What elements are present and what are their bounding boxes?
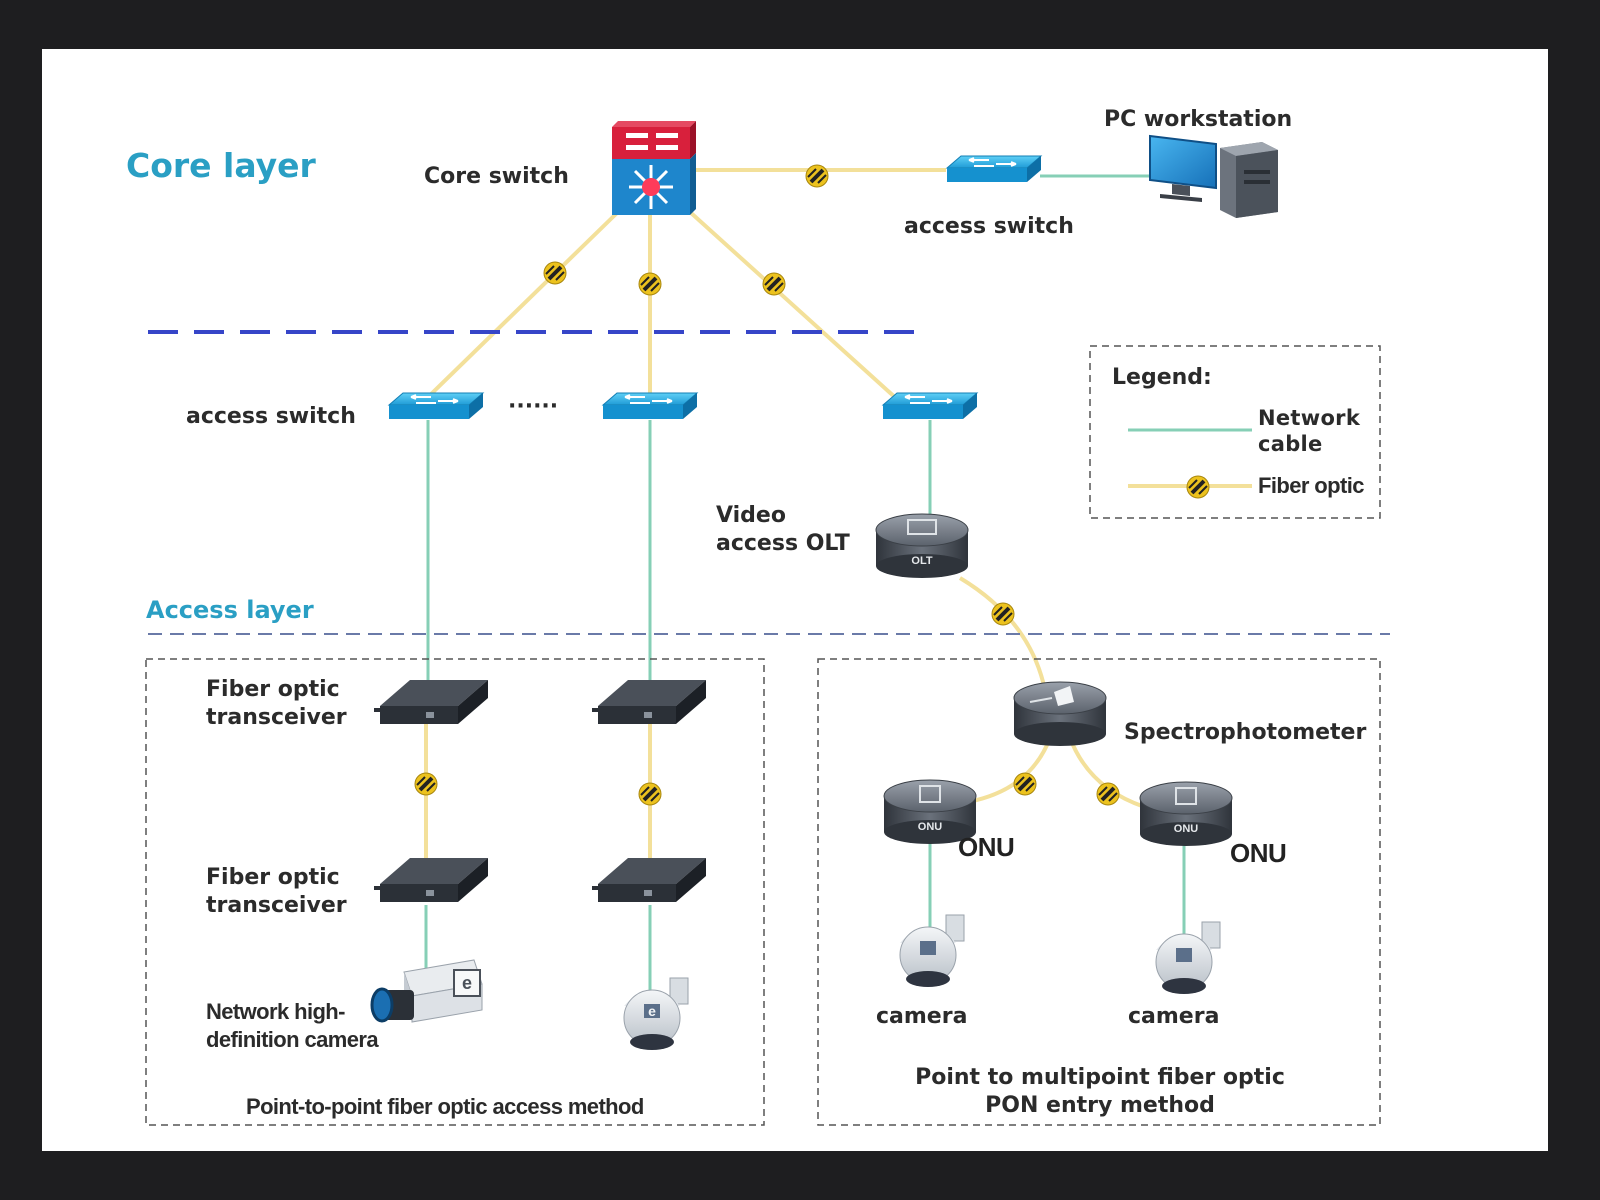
access-layer-title: Access layer [146,596,314,624]
legend-network-cable-label: Network cable [1258,406,1361,457]
fiber-marker [1012,771,1038,797]
diagram-canvas: OLT ONU ONU [42,49,1548,1151]
fiber-marker [542,260,568,286]
core-layer-title: Core layer [126,146,316,185]
fiber-core-to-switch-1 [423,210,620,402]
network-cable-links [424,174,1186,1000]
pon-section-box [817,658,1381,1126]
fiber-marker [804,163,830,189]
core-switch-icon[interactable] [612,121,696,215]
onu-left-icon[interactable]: ONU [883,779,977,845]
onu-right-label: ONU [1230,838,1287,868]
fiber-marker [413,771,439,797]
access-switch-icon-2[interactable] [602,392,698,420]
fiber-marker [637,781,663,807]
access-switch-icon-3[interactable] [882,392,978,420]
fiber-core-to-switch-3 [688,210,900,402]
fiber-marker [1095,781,1121,807]
camera-right-label: camera [1128,1004,1220,1029]
legend-title: Legend: [1112,365,1212,390]
fiber-transceiver-icon-2a[interactable] [592,680,706,724]
olt-device-caption: OLT [911,555,932,567]
fiber-transceiver-icon-1b[interactable] [374,858,488,902]
legend-fiber-marker-icon [1185,474,1211,500]
camera-left-label: camera [876,1004,968,1029]
legend-fiber-optic-label: Fiber optic [1258,473,1364,498]
onu-right-icon[interactable]: ONU [1139,781,1233,847]
network-hd-camera-icon[interactable]: e [370,959,483,1023]
onu-left-device-caption: ONU [918,821,943,833]
fiber-transceiver-icon-1a[interactable] [374,680,488,724]
network-topology-diagram: OLT ONU ONU [145,121,1390,1126]
fiber-markers [413,163,1121,807]
fiber-marker [990,601,1016,627]
fiber-marker [637,271,663,297]
dome-camera-icon-pon-left[interactable] [899,914,965,988]
fiber-splitter-to-onu-left [967,737,1052,804]
access-switch-left-label: access switch [186,404,356,429]
fiber-transceiver-label-2: Fiber optic transceiver [206,865,347,918]
spectrophotometer-label: Spectrophotometer [1124,720,1367,745]
onu-left-label: ONU [958,832,1015,862]
svg-text:e: e [648,1003,656,1019]
pc-workstation-icon[interactable] [1149,134,1278,218]
fiber-splitter-to-onu-right [1068,737,1149,810]
diagram-stage: OLT ONU ONU [42,49,1548,1151]
access-switch-icon-pc[interactable] [946,155,1042,183]
onu-right-device-caption: ONU [1174,823,1199,835]
access-switch-top-label: access switch [904,214,1074,239]
ellipsis-label: ······ [508,394,559,419]
pon-section-title: Point to multipoint fiber optic PON entr… [915,1065,1285,1118]
video-access-olt-label: Video access OLT [716,503,850,556]
fiber-marker [761,271,787,297]
core-switch-label: Core switch [424,164,569,189]
dome-camera-icon-p2p[interactable]: e [623,977,689,1051]
spectrophotometer-icon[interactable] [1013,681,1107,747]
pc-workstation-label: PC workstation [1104,107,1293,132]
svg-text:e: e [462,973,472,993]
dome-camera-icon-pon-right[interactable] [1155,921,1221,995]
olt-device-icon[interactable]: OLT [875,513,969,579]
access-switch-icon-1[interactable] [388,392,484,420]
fiber-transceiver-label-1: Fiber optic transceiver [206,677,347,730]
fiber-olt-to-splitter [958,576,1047,691]
fiber-transceiver-icon-2b[interactable] [592,858,706,902]
network-hd-camera-label: Network high- definition camera [206,999,379,1052]
legend-box [1089,345,1381,519]
point-to-point-section-box [145,658,765,1126]
point-to-point-section-title: Point-to-point fiber optic access method [246,1094,644,1119]
